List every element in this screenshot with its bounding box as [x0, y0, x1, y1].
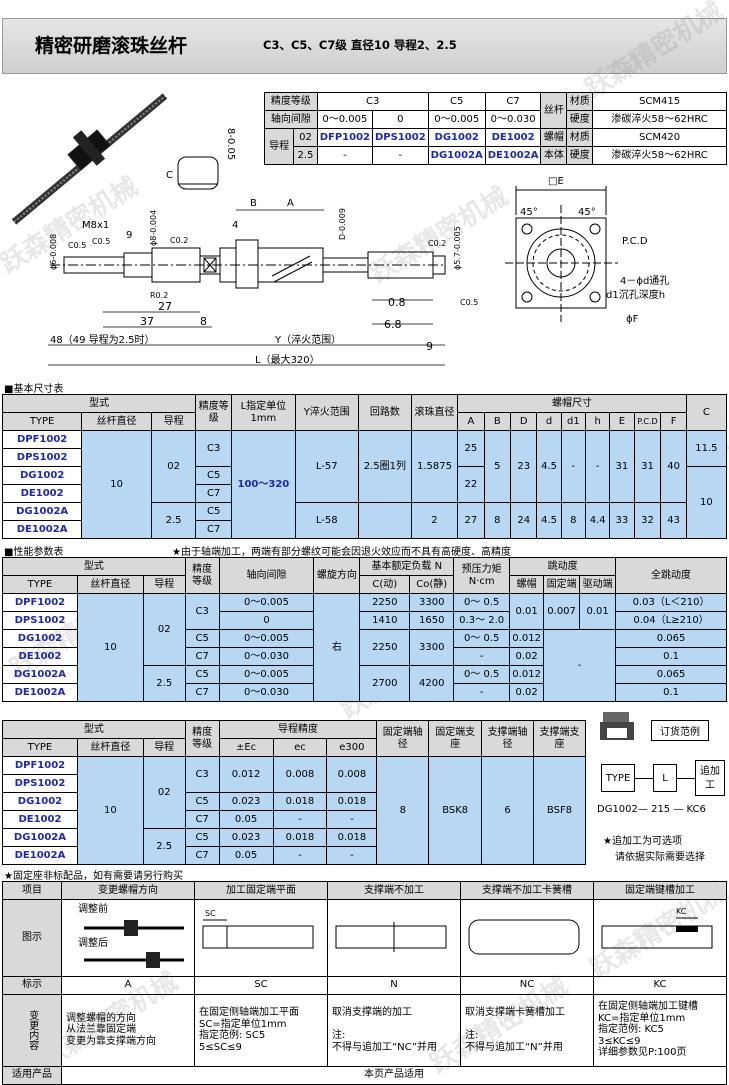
dim-label: ϕ5.7-0.005 [453, 226, 462, 270]
dim-label: 37 [140, 315, 154, 328]
dim-label: C0.5 [92, 237, 110, 246]
section-title-performance: ■性能参数表 [4, 547, 64, 558]
order-box-extra: 追加工 [695, 760, 725, 796]
fig-label: 调整前 [78, 904, 108, 915]
dim-label: ϕF [626, 314, 639, 325]
dim-label: A [287, 198, 294, 209]
dimension-lines [48, 209, 445, 366]
nut-direction-figure [84, 919, 184, 968]
order-note: 请依据实际需要选择 [615, 852, 705, 863]
dim-label: 8 [200, 315, 207, 328]
dim-label: D-0.009 [338, 208, 347, 240]
dim-label: 9 [126, 230, 132, 241]
keyway-figure: KC [601, 907, 713, 949]
dim-label: Y（淬火范围） [274, 333, 341, 346]
dim-label: □E [548, 176, 564, 187]
dim-label: 8-0.05 [225, 128, 236, 160]
dim-label: 45° [578, 207, 596, 218]
order-example-code: DG1002— 215 — KC6 [597, 804, 706, 815]
dim-label: M8x1 [82, 220, 109, 231]
page-title: 精密研磨滚珠丝杆 [35, 35, 188, 57]
dim-label: 48（49 导程为2.5时） [50, 334, 155, 346]
dim-label: 4－ϕd通孔 [620, 275, 669, 287]
dim-label: C0.2 [428, 239, 446, 248]
section-title-extra: ★固定座非标配品，如有需要请另行购买 [4, 871, 183, 882]
order-note: ★追加工为可选项 [603, 836, 682, 847]
dim-label: ϕ6-0.008 [49, 234, 58, 270]
dim-label: 0.8 [388, 296, 406, 309]
dim-label: 45° [520, 207, 538, 218]
dim-label: C0.5 [460, 298, 478, 307]
no-support-end-figure [335, 922, 447, 952]
nut-front-view [505, 186, 618, 322]
dim-label: ϕ8-0.004 [149, 210, 158, 246]
section-title-basic: ■基本尺寸表 [4, 384, 64, 395]
dim-label: R0.2 [150, 291, 168, 300]
flat-processing-figure: SC [202, 909, 314, 949]
dim-label: 27 [158, 300, 172, 313]
document-icon [600, 712, 634, 740]
dim-label: C0.5 [68, 241, 86, 250]
dim-label: d1沉孔深度h [606, 288, 665, 301]
dim-label: P.C.D [622, 236, 648, 247]
additional-processing-table: 项目变更螺帽方向加工固定端平面支撑端不加工支撑端不加工卡簧槽固定端键槽加工 图示… [2, 881, 727, 1085]
fig-label: 调整后 [78, 938, 108, 949]
kc-label: KC [676, 907, 687, 916]
performance-note: ★由于轴端加工，两端有部分螺纹可能会因退火效应而不具有高硬度、高精度 [172, 547, 511, 558]
dim-label: C0.2 [170, 236, 188, 245]
dim-label: 9 [426, 340, 433, 353]
ball-screw-photo [11, 93, 168, 225]
dim-label: B [250, 198, 257, 209]
technical-drawing: 8-0.05 C A B 4 M8x1 9 C0.5 C0.5 C0.2 C0.… [11, 93, 669, 366]
order-title: 订货范例 [651, 720, 709, 741]
dim-label: 4 [232, 220, 238, 231]
no-snap-ring-figure [468, 919, 580, 955]
dim-label: L（最大320） [255, 353, 320, 366]
page-subtitle: C3、C5、C7级 直径10 导程2、2.5 [263, 38, 457, 52]
order-box-type: TYPE [601, 764, 635, 792]
order-box-l: L [653, 764, 677, 792]
sc-label: SC [205, 909, 216, 918]
order-example: 订货范例 TYPE L 追加工 DG1002— 215 — KC6 ★追加工为可… [595, 710, 727, 863]
dim-label: C [166, 170, 173, 181]
dim-label: 6.8 [384, 318, 402, 331]
page-header: 精密研磨滚珠丝杆 C3、C5、C7级 直径10 导程2、2.5 [2, 18, 727, 74]
